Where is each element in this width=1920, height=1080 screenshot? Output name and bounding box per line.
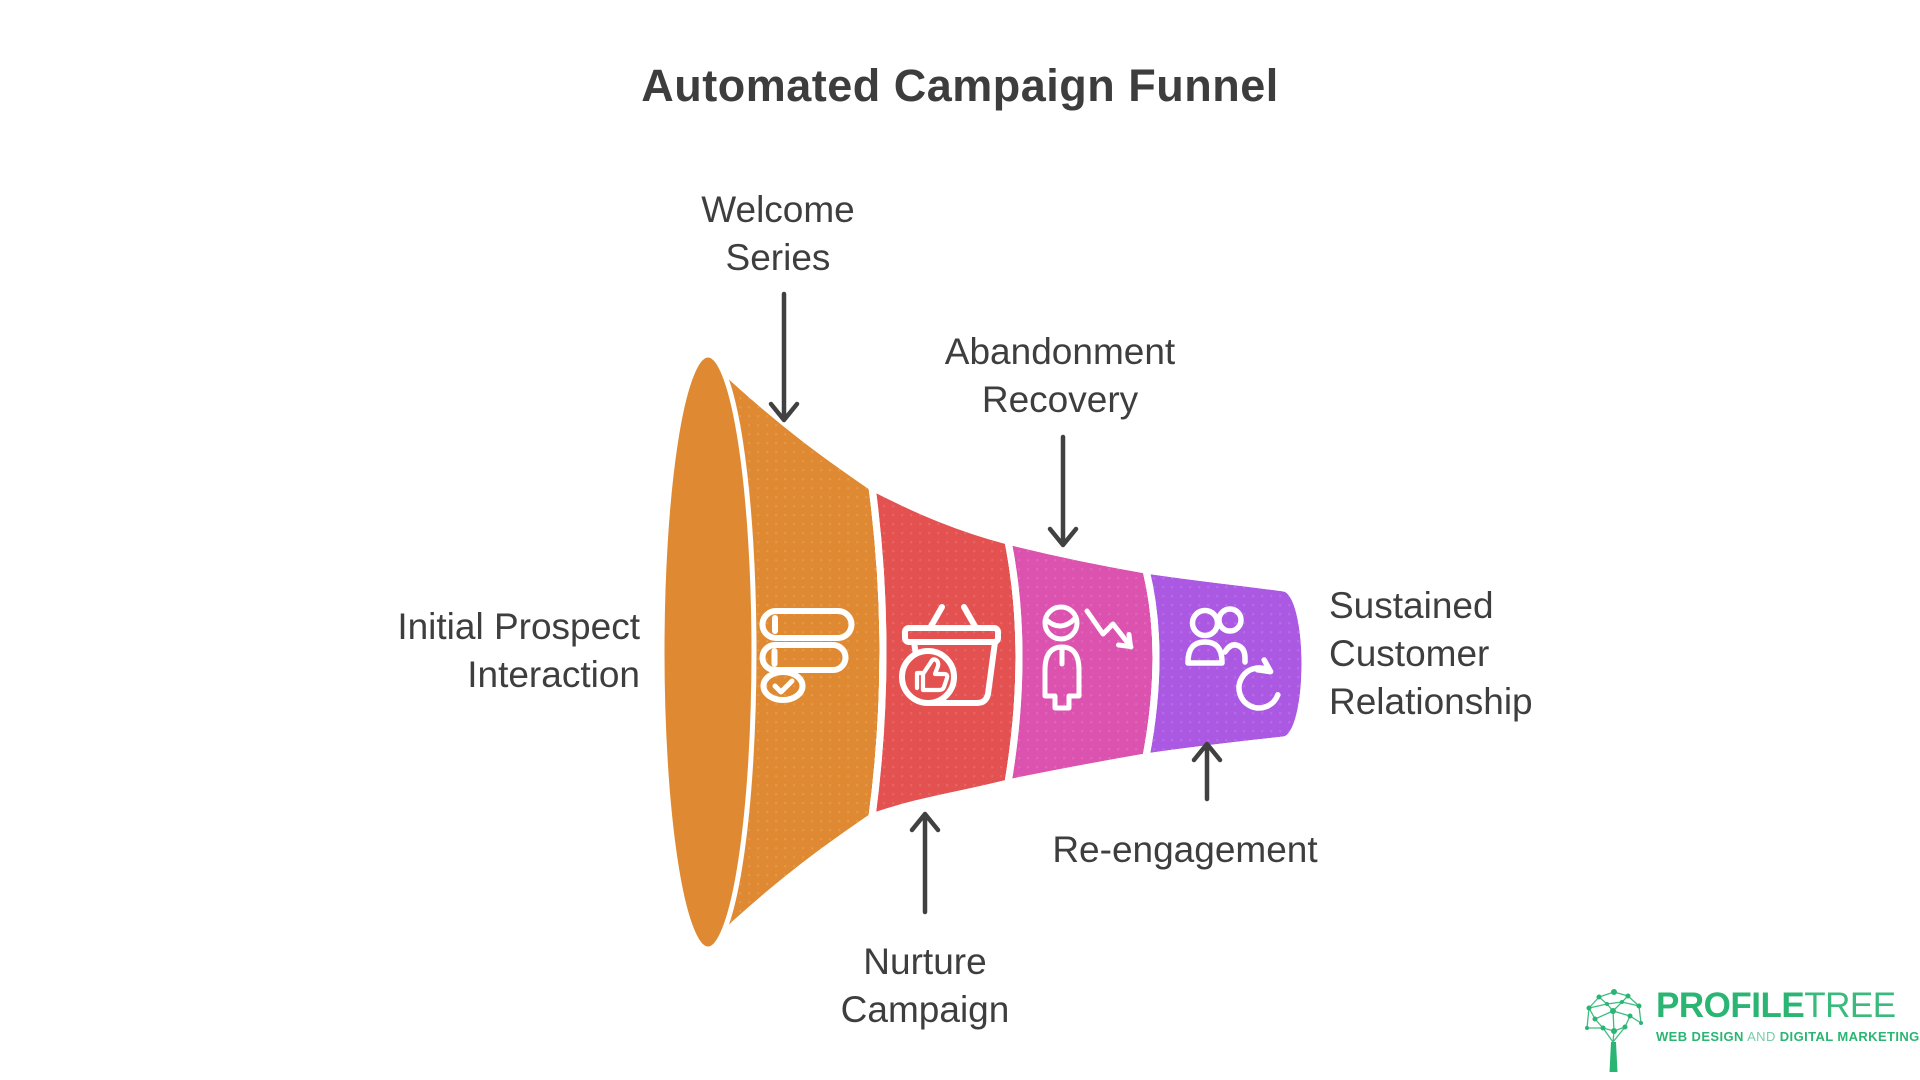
funnel-output-label: Sustained Customer Relationship [1329, 585, 1533, 723]
funnel-segments [659, 351, 1309, 953]
funnel-mouth [659, 352, 757, 952]
callout-arrows [768, 291, 1223, 915]
texture-overlay [868, 483, 1023, 821]
tagline-and: AND [1747, 1029, 1776, 1044]
checklist-icon [759, 608, 855, 703]
people-refresh-icon [1185, 606, 1281, 711]
profiletree-logo: PROFILETREE WEB DESIGN AND DIGITAL MARKE… [1583, 986, 1920, 1072]
tagline-web-design: WEB DESIGN [1656, 1029, 1744, 1044]
abandonment-recovery-arrow [1047, 434, 1079, 548]
texture-overlay [1004, 537, 1160, 787]
page-title: Automated Campaign Funnel [641, 60, 1279, 112]
customer-decline-icon [1042, 604, 1134, 711]
brand-name: PROFILETREE [1656, 986, 1920, 1026]
texture-overlay [1142, 566, 1309, 761]
tagline-digital-marketing: DIGITAL MARKETING [1779, 1029, 1920, 1044]
profiletree-logo-icon [1585, 989, 1643, 1072]
brand-tagline: WEB DESIGN AND DIGITAL MARKETING [1656, 1029, 1920, 1044]
stage-label-welcome-series: Welcome Series [701, 189, 855, 279]
stage-label-nurture-campaign: Nurture Campaign [840, 941, 1010, 1031]
brand-name-profile: PROFILE [1656, 986, 1805, 1025]
stage-label-re-engagement: Re-engagement [1052, 829, 1318, 870]
funnel-input-label: Initial Prospect Interaction [397, 606, 640, 696]
stage-label-abandonment-recovery: Abandonment Recovery [944, 331, 1176, 421]
basket-thumbs-up-icon [899, 604, 1001, 706]
profiletree-logo-text: PROFILETREE WEB DESIGN AND DIGITAL MARKE… [1656, 986, 1920, 1044]
nurture-campaign-arrow [909, 811, 941, 915]
re-engagement-arrow [1191, 741, 1223, 802]
welcome-series-arrow [768, 291, 800, 423]
brand-name-tree: TREE [1804, 986, 1896, 1025]
